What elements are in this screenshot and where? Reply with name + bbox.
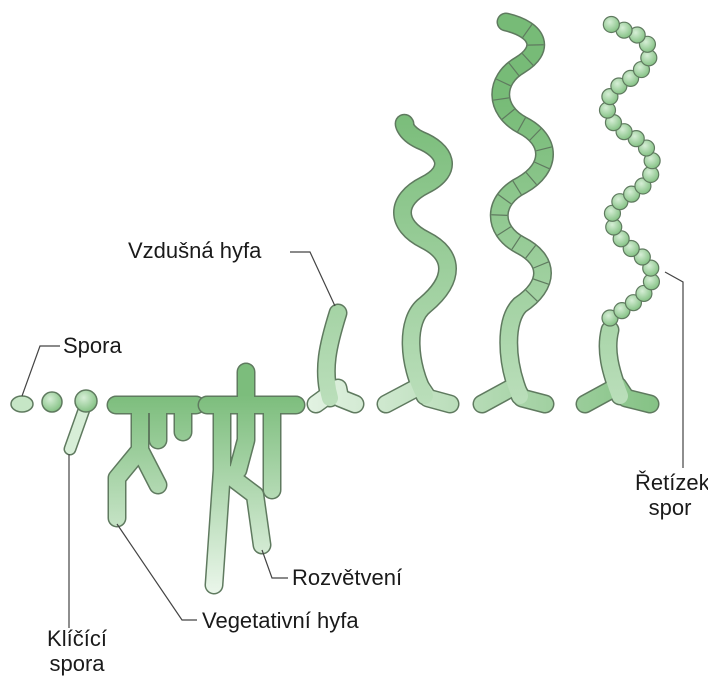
spore-beads (599, 16, 660, 326)
spore-bead (603, 16, 619, 32)
label-vzdusna-hyfa: Vzdušná hyfa (128, 238, 261, 263)
leader-vzdusna-hyfa (290, 252, 335, 306)
spore-chain (585, 16, 660, 404)
branching-hypha-colony (207, 372, 296, 585)
label-spora: Spora (63, 333, 122, 358)
label-retizek-spor: Řetízek spor (635, 470, 705, 521)
vegetative-hypha-colony (116, 405, 196, 518)
septum (491, 215, 507, 216)
label-klicici-spora: Klíčící spora (38, 626, 116, 677)
septated-aerial-hypha (482, 22, 552, 404)
label-vegetativni-hyfa: Vegetativní hyfa (202, 608, 359, 633)
spore (11, 396, 33, 412)
aerial-hypha-long (386, 123, 450, 404)
germinating-spore (42, 390, 97, 449)
leader-retizek-spor (665, 272, 683, 468)
leader-spora (22, 346, 60, 396)
label-klicici-spora-line2: spora (38, 651, 116, 676)
early-aerial-hypha (316, 313, 355, 404)
leader-rozvetveni (262, 550, 288, 578)
label-rozvetveni: Rozvětvení (292, 565, 402, 590)
label-retizek-spor-line1: Řetízek (635, 470, 705, 495)
label-klicici-spora-line1: Klíčící (38, 626, 116, 651)
leader-vegetativni-hyfa (117, 524, 197, 620)
label-retizek-spor-line2: spor (635, 495, 705, 520)
